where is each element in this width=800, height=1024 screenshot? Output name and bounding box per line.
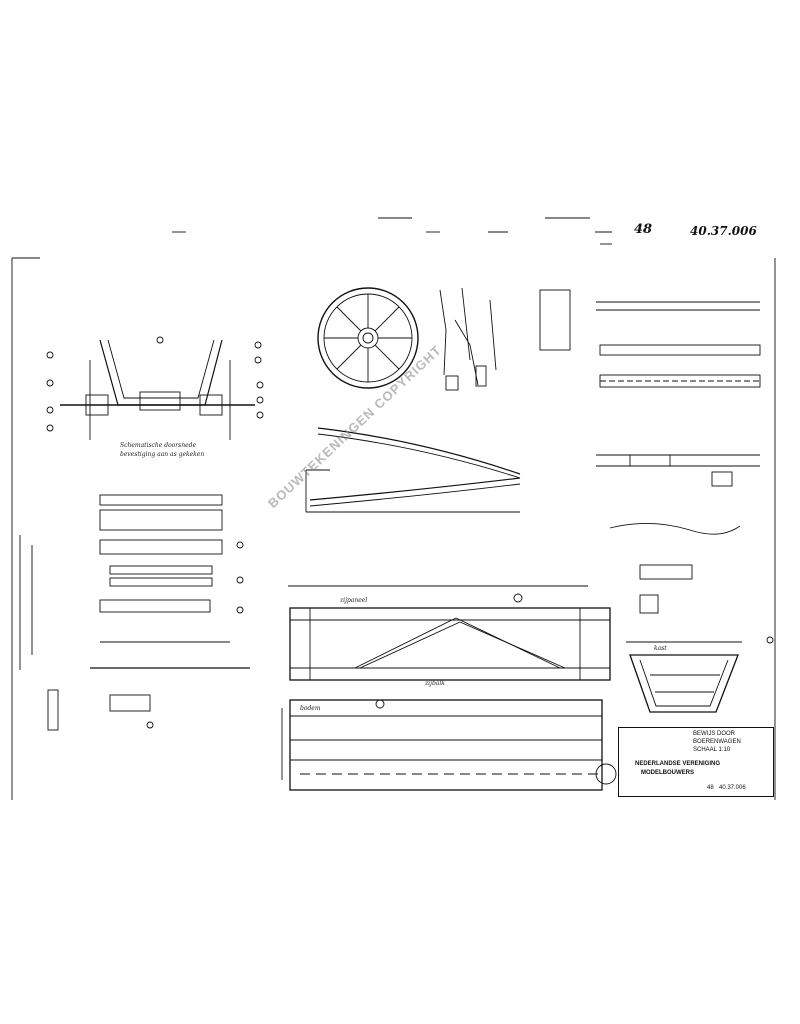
title-block: BEWIJS DOOR BOERENWAGEN SCHAAL 1:10 NEDE… — [618, 727, 774, 797]
caption-beam: zijbalk — [425, 680, 445, 687]
sheet-ref-right: 40.37.006 — [690, 224, 757, 238]
caption-trough: kast — [654, 645, 667, 652]
title-line-2: BOERENWAGEN — [693, 739, 741, 745]
left-parts — [19, 494, 250, 731]
title-line-1: BEWIJS DOOR — [693, 731, 736, 737]
shaft-drawing — [305, 427, 521, 513]
bottom-drawing — [281, 699, 603, 791]
side-panel-drawing — [288, 585, 611, 681]
axle-front-view — [46, 336, 264, 440]
org-name-1: NEDERLANDSE VERENIGING — [635, 761, 721, 767]
title-block-logo — [595, 763, 617, 785]
sheet-ref-left: 48 — [634, 222, 653, 237]
caption-side-panel: zijpaneel — [340, 597, 368, 604]
spoke-details — [439, 287, 497, 391]
caption-bottom: bodem — [300, 705, 321, 712]
trough-end-view — [626, 564, 774, 713]
wheel-drawing — [317, 287, 419, 389]
sheet-border — [11, 217, 776, 800]
caption-wheel-detail-2: bevestiging aan as gekeken — [120, 451, 205, 458]
drawing-number: 40.37.006 — [719, 785, 746, 791]
caption-wheel-detail: Schematische doorsnede — [120, 442, 197, 449]
title-line-3: SCHAAL 1:10 — [693, 747, 731, 753]
sheet-number: 48 — [707, 785, 714, 791]
rail-assemblies — [539, 289, 761, 535]
org-name-2: MODELBOUWERS — [641, 770, 694, 776]
